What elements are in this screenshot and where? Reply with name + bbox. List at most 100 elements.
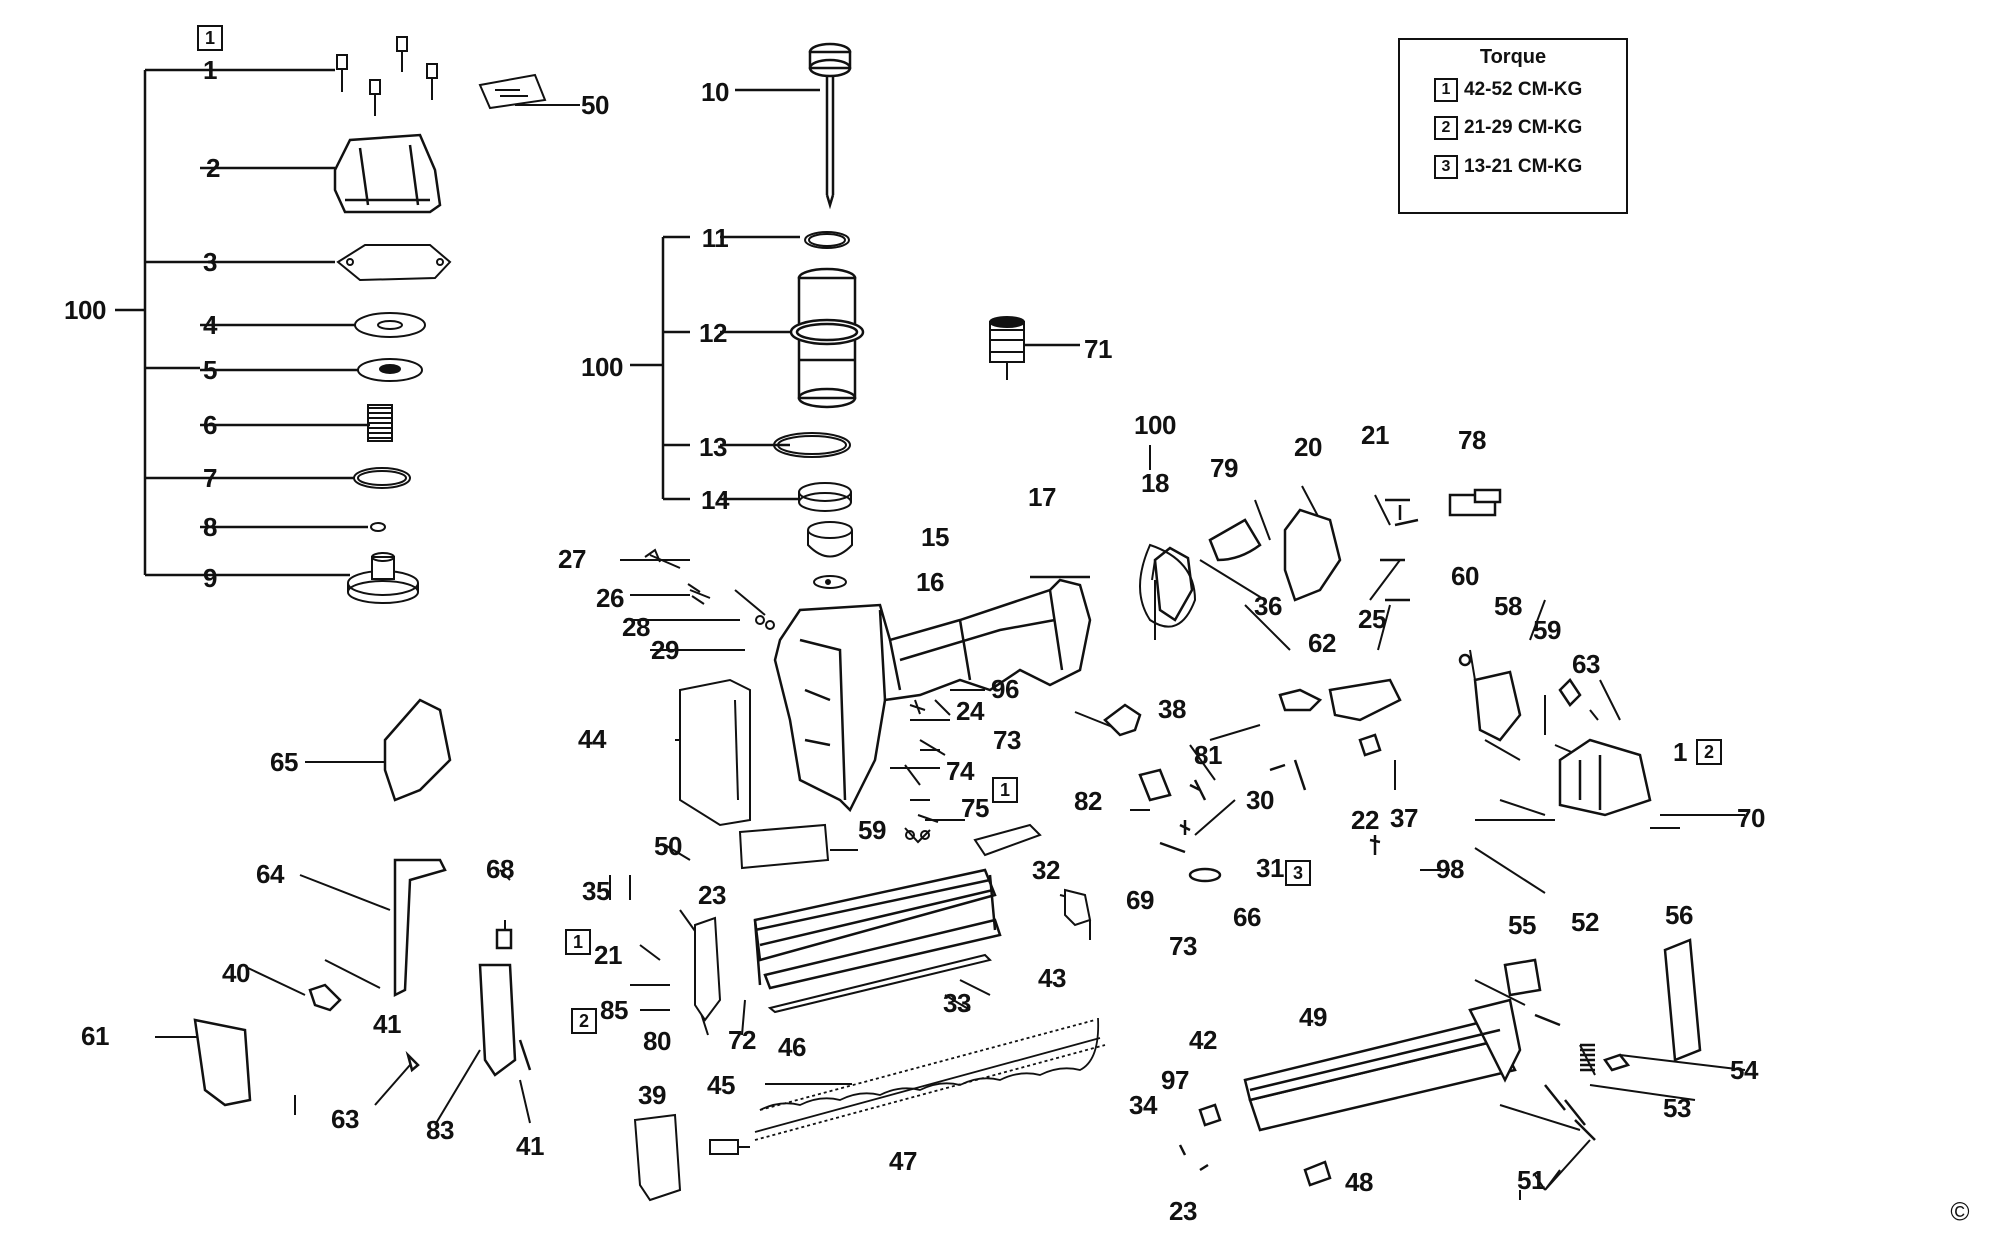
- callout-100-b: 100: [581, 352, 623, 382]
- torque-box-marker: 1: [197, 25, 223, 51]
- small-parts-top: [644, 548, 951, 844]
- callout-82: 82: [1074, 786, 1102, 816]
- callout-23: 23: [698, 880, 726, 910]
- callout-14: 14: [701, 485, 729, 515]
- callout-29: 29: [651, 635, 679, 665]
- callout-15: 15: [921, 522, 949, 552]
- torque-legend: Torque 1 42-52 CM-KG 2 21-29 CM-KG 3 13-…: [1398, 38, 1628, 214]
- bumper-15: [807, 521, 853, 558]
- callout-38: 38: [1158, 694, 1186, 724]
- callout-97: 97: [1161, 1065, 1189, 1095]
- callout-4: 4: [203, 310, 217, 340]
- callout-34: 34: [1129, 1090, 1157, 1120]
- callout-16: 16: [916, 567, 944, 597]
- callout-46: 46: [778, 1032, 806, 1062]
- washer-4: [354, 312, 426, 338]
- callout-10: 10: [701, 77, 729, 107]
- ring-11: [804, 231, 850, 249]
- callout-11: 11: [701, 223, 729, 253]
- callout-85: 85: [600, 995, 628, 1025]
- callout-48: 48: [1345, 1167, 1373, 1197]
- callout-61: 61: [81, 1021, 109, 1051]
- screws-1: [336, 36, 438, 116]
- callout-66: 66: [1233, 902, 1261, 932]
- parts-right-cluster: [1103, 488, 1652, 883]
- callout-21-b: 21: [594, 940, 622, 970]
- callout-42: 42: [1189, 1025, 1217, 1055]
- callout-36: 36: [1254, 591, 1282, 621]
- callout-22: 22: [1351, 805, 1379, 835]
- callout-71: 71: [1084, 334, 1112, 364]
- left-lower-parts: [193, 698, 532, 1107]
- callout-23-b: 23: [1169, 1196, 1197, 1226]
- callout-25: 25: [1358, 604, 1386, 634]
- callout-40: 40: [222, 958, 250, 988]
- callout-73-b: 73: [1169, 931, 1197, 961]
- spring-46: [759, 1017, 1100, 1111]
- callout-21: 21: [1361, 420, 1389, 450]
- callout-24: 24: [956, 696, 984, 726]
- torque-box-marker: 3: [1285, 860, 1311, 886]
- callout-18: 18: [1141, 468, 1169, 498]
- callout-49: 49: [1299, 1002, 1327, 1032]
- callout-52: 52: [1571, 907, 1599, 937]
- torque-box-marker: 2: [571, 1008, 597, 1034]
- callout-20: 20: [1294, 432, 1322, 462]
- callout-31: 31: [1256, 853, 1284, 883]
- callout-9: 9: [203, 563, 217, 593]
- callout-1-b: 1: [1673, 737, 1687, 767]
- spring-6: [367, 404, 393, 442]
- callout-26: 26: [596, 583, 624, 613]
- plunger-45: [709, 1139, 750, 1155]
- cylinder-12: [789, 267, 865, 409]
- magazine-49: [1243, 998, 1522, 1132]
- callout-13: 13: [699, 432, 727, 462]
- bumper-14: [798, 482, 852, 512]
- callout-69: 69: [1126, 885, 1154, 915]
- pusher-39: [633, 1113, 682, 1202]
- right-small-parts: [1178, 938, 1702, 1187]
- callout-68: 68: [486, 854, 514, 884]
- callout-96: 96: [991, 674, 1019, 704]
- magazine-43: [753, 868, 1002, 990]
- torque-row-box: 3: [1434, 155, 1458, 179]
- valve-71: [989, 316, 1025, 380]
- callout-73: 73: [993, 725, 1021, 755]
- callout-39: 39: [638, 1080, 666, 1110]
- callout-1: 1: [203, 55, 217, 85]
- torque-row-value: 21-29 CM-KG: [1464, 117, 1583, 138]
- label-50: [738, 823, 830, 870]
- callout-35: 35: [582, 876, 610, 906]
- callout-50: 50: [581, 90, 609, 120]
- callout-41-b: 41: [516, 1131, 544, 1161]
- callout-60: 60: [1451, 561, 1479, 591]
- driver-10: [808, 42, 852, 210]
- torque-box-marker: 1: [992, 777, 1018, 803]
- callout-43: 43: [1038, 963, 1066, 993]
- callout-72: 72: [728, 1025, 756, 1055]
- callout-58: 58: [1494, 591, 1522, 621]
- guard-44: [679, 678, 751, 827]
- callout-37: 37: [1390, 803, 1418, 833]
- callout-12: 12: [699, 318, 727, 348]
- o-ring-7: [353, 467, 411, 489]
- torque-row-value: 13-21 CM-KG: [1464, 156, 1583, 177]
- small-ring-8: [370, 522, 386, 532]
- torque-row-box: 1: [1434, 78, 1458, 102]
- callout-78: 78: [1458, 425, 1486, 455]
- callout-63: 63: [1572, 649, 1600, 679]
- callout-7: 7: [203, 463, 217, 493]
- torque-box-marker: 2: [1696, 739, 1722, 765]
- callout-6: 6: [203, 410, 217, 440]
- callout-59-b: 59: [1533, 615, 1561, 645]
- callout-50-b: 50: [654, 831, 682, 861]
- callout-45: 45: [707, 1070, 735, 1100]
- cap-2: [333, 133, 442, 214]
- callout-74: 74: [946, 756, 974, 786]
- callout-55: 55: [1508, 910, 1536, 940]
- torque-row-value: 42-52 CM-KG: [1464, 79, 1583, 100]
- callout-79: 79: [1210, 453, 1238, 483]
- callout-98: 98: [1436, 854, 1464, 884]
- callout-28: 28: [622, 612, 650, 642]
